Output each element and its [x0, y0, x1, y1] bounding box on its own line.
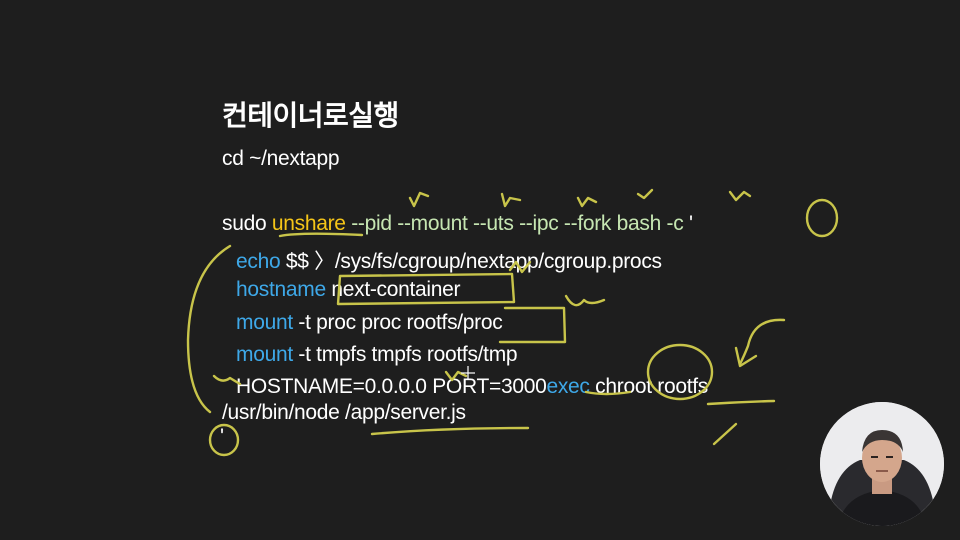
unshare-keyword: unshare [271, 212, 346, 235]
mount-tmpfs-command: mount -t tmpfs tmpfs rootfs/tmp [236, 343, 518, 367]
echo-keyword: echo [236, 250, 281, 273]
env-exec-command: HOSTNAME=0.0.0.0 PORT=3000exec chroot ro… [236, 375, 708, 399]
check-mark-mount [500, 192, 522, 208]
closing-quote-circle [208, 423, 240, 457]
presenter-icon [820, 402, 944, 526]
check-mark-pid [408, 191, 430, 208]
echo-args: $$ 〉/sys/fs/cgroup/nextapp/cgroup.procs [280, 250, 662, 273]
chroot-args: chroot rootfs [589, 375, 708, 398]
presenter-webcam [820, 402, 944, 526]
check-mark-uts [576, 196, 598, 208]
exec-keyword: exec [546, 375, 590, 398]
node-command: /usr/bin/node /app/server.js [222, 401, 466, 424]
check-mark-proc [564, 294, 606, 307]
opening-quote: ' [683, 212, 693, 235]
rootfs-arrow-shaft [738, 318, 786, 366]
slide-title: 컨테이너로실행 [222, 99, 399, 132]
mount-keyword: mount [236, 343, 293, 366]
server-underline [370, 426, 530, 436]
check-mark-ipc [636, 188, 654, 200]
sudo-keyword: sudo [222, 212, 272, 235]
hostname-command: hostname next-container [236, 278, 461, 302]
hostname-keyword: hostname [236, 278, 326, 301]
mount-proc-command: mount -t proc proc rootfs/proc [236, 311, 503, 335]
sudo-unshare-command: sudo unshare --pid --mount --uts --ipc -… [222, 212, 693, 236]
rootfs-tick [712, 422, 738, 446]
cd-command: cd ~/nextapp [222, 147, 340, 170]
hostname-args: next-container [325, 278, 461, 301]
rootfs-underline [706, 399, 776, 406]
mount-proc-args: -t proc proc rootfs/proc [292, 311, 503, 334]
closing-quote: ' [220, 425, 224, 448]
quote-circle [805, 198, 839, 238]
rootfs-arrow-head [734, 346, 758, 368]
proc-box [498, 306, 567, 344]
echo-command: echo $$ 〉/sys/fs/cgroup/nextapp/cgroup.p… [236, 245, 662, 275]
left-bracket-curve [186, 244, 232, 414]
mount-tmpfs-args: -t tmpfs tmpfs rootfs/tmp [292, 343, 518, 366]
mount-keyword: mount [236, 311, 293, 334]
env-vars: HOSTNAME=0.0.0.0 PORT=3000 [236, 375, 547, 398]
unshare-options: --pid --mount --uts --ipc --fork bash -c [345, 212, 684, 235]
check-mark-fork [728, 190, 752, 202]
